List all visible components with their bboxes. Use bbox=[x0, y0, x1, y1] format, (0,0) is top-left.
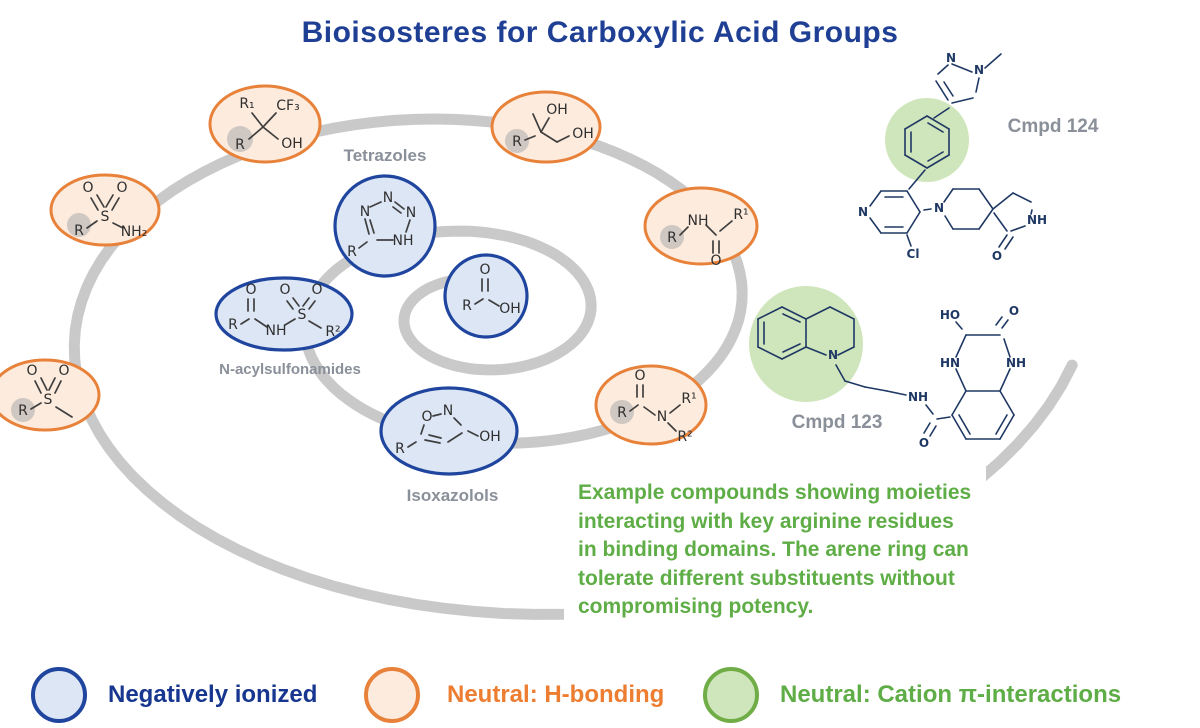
group-label-isoxazolols: Isoxazolols bbox=[406, 486, 499, 505]
atom-label: R¹ bbox=[733, 207, 748, 223]
bioisostere-tetrazole: N N N NH R bbox=[333, 174, 437, 278]
atom-label: O bbox=[1009, 304, 1019, 318]
r-highlight-blob bbox=[227, 126, 253, 152]
atom-label: HN bbox=[940, 356, 960, 370]
atom-label: R bbox=[512, 134, 522, 150]
note-box: Example compounds showing moieties inter… bbox=[564, 467, 986, 649]
atom-label: NH bbox=[1006, 356, 1026, 370]
bioisostere-isoxazolol: R O N OH bbox=[379, 386, 519, 476]
atom-label: R bbox=[617, 405, 627, 421]
group-label-tetrazoles: Tetrazoles bbox=[343, 146, 427, 165]
compound-124-structure: N N N Cl N NH O bbox=[858, 51, 1047, 263]
page-title: Bioisosteres for Carboxylic Acid Groups bbox=[301, 16, 899, 49]
bioisostere-reverse-amide: R NH O R¹ bbox=[643, 186, 759, 269]
atom-label: N bbox=[657, 409, 667, 425]
atom-label: CF₃ bbox=[276, 98, 299, 114]
arene-highlight bbox=[885, 98, 969, 182]
legend-label-negatively-ionized: Negatively ionized bbox=[108, 681, 318, 708]
atom-label: OH bbox=[281, 136, 303, 152]
atom-label: O bbox=[992, 249, 1002, 263]
atom-label: N bbox=[858, 205, 868, 219]
atom-label: R¹ bbox=[681, 391, 696, 407]
atom-label: N bbox=[443, 403, 453, 419]
legend-swatch-negatively-ionized bbox=[31, 667, 87, 723]
compound-123-label: Cmpd 123 bbox=[791, 412, 883, 433]
atom-label: O bbox=[245, 282, 256, 298]
atom-label: S bbox=[101, 209, 110, 225]
atom-label: OH bbox=[572, 126, 594, 142]
bioisostere-carboxylic-acid: R O OH bbox=[443, 253, 529, 339]
atom-label: N bbox=[974, 63, 984, 77]
bioisostere-sulfonamide: O O S R NH₂ bbox=[49, 173, 161, 247]
atom-label: O bbox=[82, 180, 93, 196]
compound-124-label: Cmpd 124 bbox=[1007, 116, 1099, 137]
legend-ellipse-green bbox=[703, 667, 759, 723]
legend-label-neutral-h-bonding: Neutral: H-bonding bbox=[447, 681, 665, 708]
atom-label: NH₂ bbox=[121, 224, 148, 240]
atom-label: NH bbox=[393, 233, 414, 249]
atom-label: R bbox=[228, 317, 238, 333]
atom-label: NH bbox=[1027, 213, 1047, 227]
atom-label: OH bbox=[499, 301, 521, 317]
r-highlight-blob bbox=[660, 225, 684, 249]
r-highlight-blob bbox=[505, 129, 529, 153]
compound-123-structure: N NH O HN NH HO O bbox=[749, 286, 1026, 450]
atom-label: O bbox=[279, 282, 290, 298]
atom-label: OH bbox=[479, 429, 501, 445]
atom-label: S bbox=[298, 307, 307, 323]
atom-label: R₁ bbox=[239, 96, 254, 112]
atom-label: NH bbox=[688, 213, 709, 229]
atom-label: R² bbox=[325, 324, 340, 340]
atom-label: OH bbox=[546, 102, 568, 118]
atom-label: O bbox=[710, 253, 721, 269]
atom-label: N bbox=[934, 201, 944, 215]
atom-label: NH bbox=[908, 390, 928, 404]
r-highlight-blob bbox=[11, 398, 35, 422]
atom-label: O bbox=[919, 436, 929, 450]
atom-label: R² bbox=[677, 429, 692, 445]
atom-label: Cl bbox=[907, 247, 920, 261]
atom-label: O bbox=[421, 409, 432, 425]
atom-label: R bbox=[395, 441, 405, 457]
note-text: Example compounds showing moieties inter… bbox=[578, 481, 972, 619]
r-highlight-blob bbox=[67, 213, 91, 237]
legend-swatch-neutral-cation-pi bbox=[703, 667, 759, 723]
atom-label: N bbox=[383, 190, 393, 206]
atom-label: O bbox=[634, 368, 645, 384]
atom-label: N bbox=[946, 51, 956, 65]
atom-label: N bbox=[360, 204, 370, 220]
atom-label: S bbox=[44, 392, 53, 408]
atom-label: R bbox=[18, 403, 28, 419]
bioisostere-n-acylsulfonamide: R O NH S O O R² bbox=[214, 276, 354, 352]
atom-label: N bbox=[406, 205, 416, 221]
atom-label: N bbox=[828, 348, 838, 362]
atom-label: O bbox=[311, 282, 322, 298]
legend-ellipse-blue bbox=[31, 667, 87, 723]
bioisostere-diol: OH R OH bbox=[490, 90, 602, 164]
atom-label: HO bbox=[940, 308, 960, 322]
bioisostere-tertiary-amide: R O N R¹ R² bbox=[594, 364, 708, 446]
atom-label: R bbox=[235, 137, 245, 153]
atom-label: R bbox=[347, 244, 357, 260]
atom-label: R bbox=[667, 230, 677, 246]
bioisostere-trifluoromethyl-carbinol: R₁ CF₃ R OH bbox=[208, 84, 322, 164]
legend-ellipse-orange bbox=[364, 667, 420, 723]
atom-label: NH bbox=[266, 323, 287, 339]
legend-label-neutral-cation-pi: Neutral: Cation π-interactions bbox=[780, 681, 1122, 708]
atom-label: O bbox=[479, 262, 490, 278]
legend-swatch-neutral-h-bonding bbox=[364, 667, 420, 723]
atom-label: O bbox=[116, 180, 127, 196]
atom-label: R bbox=[462, 298, 472, 314]
r-highlight-blob bbox=[610, 400, 634, 424]
atom-label: R bbox=[74, 223, 84, 239]
atom-label: O bbox=[58, 363, 69, 379]
bioisostere-methyl-sulfone: O O S R bbox=[0, 358, 101, 432]
atom-label: O bbox=[26, 363, 37, 379]
group-label-n-acylsulfonamides: N-acylsulfonamides bbox=[219, 361, 361, 378]
